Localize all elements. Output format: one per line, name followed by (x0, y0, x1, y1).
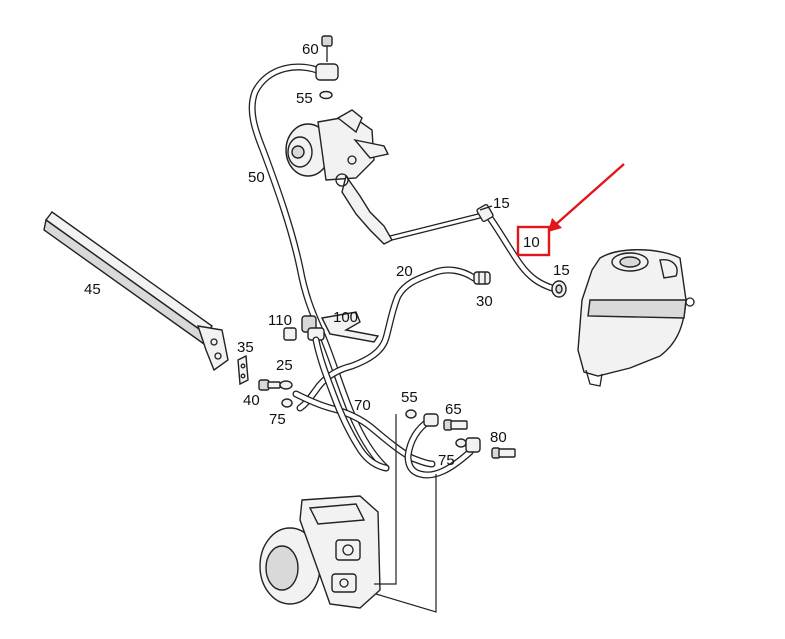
label-50[interactable]: 50 (248, 169, 265, 186)
label-45[interactable]: 45 (84, 281, 101, 298)
fitting-lower (465, 437, 481, 453)
hose-50[interactable] (248, 63, 390, 472)
label-30[interactable]: 30 (476, 293, 493, 310)
highlight-box (516, 225, 551, 257)
label-20[interactable]: 20 (396, 263, 413, 280)
oil-cooler (43, 211, 229, 372)
clip-30 (473, 271, 491, 285)
bolt-40 (258, 379, 281, 391)
washer-75-right (455, 438, 467, 448)
clamp-15-upper (476, 203, 494, 223)
label-75-left[interactable]: 75 (269, 411, 286, 428)
label-15-lower[interactable]: 15 (553, 262, 570, 279)
label-75-right[interactable]: 75 (438, 452, 455, 469)
pump-line (389, 211, 487, 237)
label-55-lower[interactable]: 55 (401, 389, 418, 406)
label-60[interactable]: 60 (302, 41, 319, 58)
label-15-upper[interactable]: 15 (493, 195, 510, 212)
hose-upper-right[interactable] (404, 416, 474, 479)
label-65[interactable]: 65 (445, 401, 462, 418)
clamp-15-lower (551, 280, 567, 298)
label-35[interactable]: 35 (237, 339, 254, 356)
label-80[interactable]: 80 (490, 429, 507, 446)
hose-10[interactable] (486, 214, 556, 292)
bracket-100 (320, 311, 380, 343)
label-55-upper[interactable]: 55 (296, 90, 313, 107)
steering-gear (259, 495, 381, 609)
washer-75-left (281, 398, 293, 408)
fitting-upper (423, 413, 439, 427)
label-10[interactable]: 10 (523, 234, 540, 251)
label-25[interactable]: 25 (276, 357, 293, 374)
label-40[interactable]: 40 (243, 392, 260, 409)
highlight-arrow (548, 163, 625, 232)
fitting-110 (283, 315, 325, 341)
hose-70[interactable] (292, 390, 436, 468)
label-70[interactable]: 70 (354, 397, 371, 414)
bolt-65 (443, 419, 468, 431)
hose-mid[interactable] (312, 336, 390, 472)
pipe-line-left (374, 414, 397, 585)
fluid-reservoir (577, 249, 695, 387)
label-110[interactable]: 110 (268, 312, 292, 329)
label-100[interactable]: 100 (333, 309, 358, 326)
hose-20[interactable] (296, 266, 478, 412)
pipe-line-right (375, 474, 437, 613)
bracket-35 (237, 354, 249, 386)
steering-pump (285, 109, 393, 245)
washer-55-lower (405, 409, 417, 419)
washer-25 (279, 380, 293, 390)
bolt-80 (491, 447, 516, 459)
banjo-fitting (315, 35, 339, 100)
